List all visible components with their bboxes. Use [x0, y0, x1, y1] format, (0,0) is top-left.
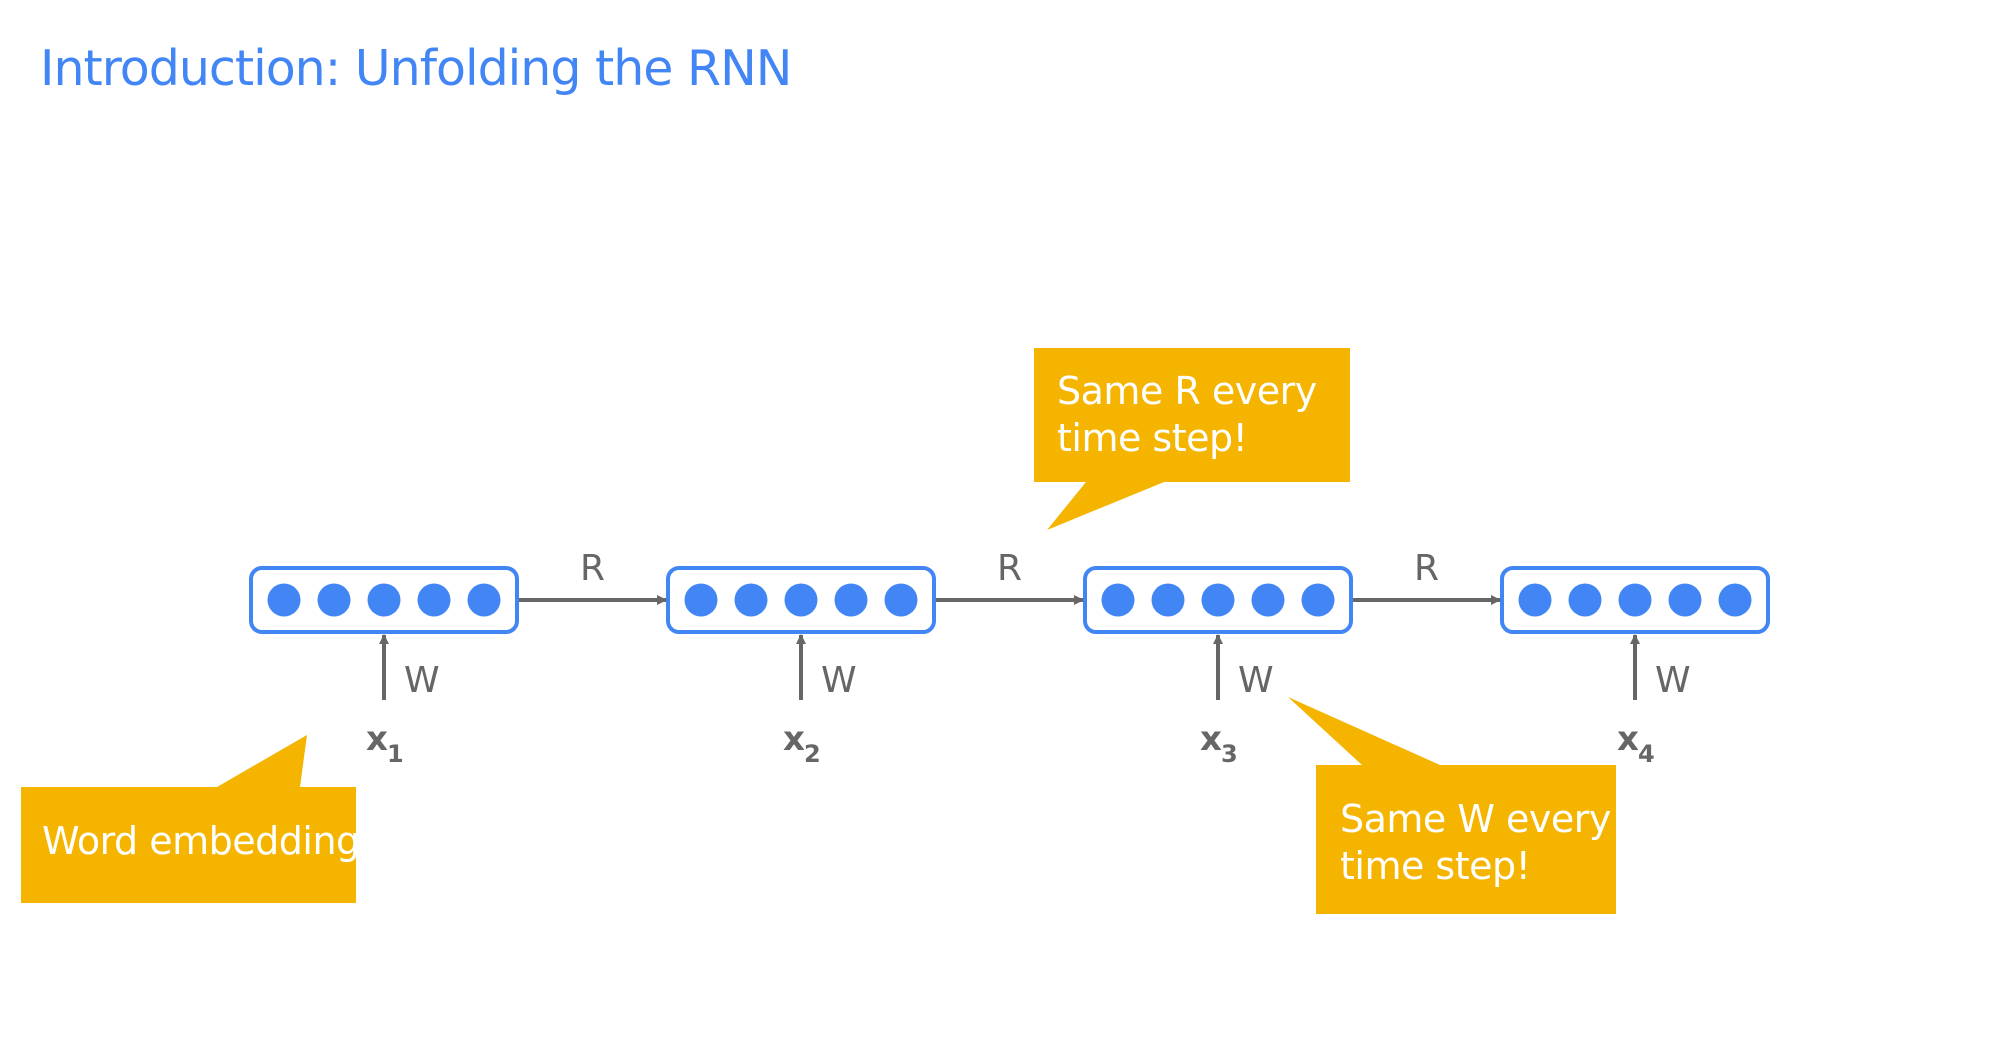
hidden-unit-dot [1718, 583, 1752, 617]
hidden-unit-dot [417, 583, 451, 617]
callout-same-w [1288, 697, 1616, 914]
callout-line: Word embedding [42, 819, 360, 863]
hidden-unit-dot [267, 583, 301, 617]
recurrent-weight-label: R [997, 548, 1022, 589]
callout-word-embedding-text: Word embedding [42, 818, 360, 865]
hidden-unit-dot [734, 583, 768, 617]
hidden-unit-dot [784, 583, 818, 617]
hidden-unit-dot [1101, 583, 1135, 617]
hidden-unit-dot [1518, 583, 1552, 617]
callout-line: Same R every [1057, 369, 1317, 413]
recurrent-weight-label: R [1414, 548, 1439, 589]
hidden-unit-dot [467, 583, 501, 617]
callout-line: time step! [1057, 416, 1248, 460]
hidden-unit-dot [317, 583, 351, 617]
hidden-unit-dot [1668, 583, 1702, 617]
input-weight-label: W [1655, 660, 1691, 701]
input-label-x: x [1200, 719, 1222, 759]
input-label-subscript: 1 [387, 740, 404, 768]
input-label-subscript: 2 [804, 740, 821, 768]
input-label-subscript: 4 [1638, 740, 1655, 768]
hidden-unit-dot [1251, 583, 1285, 617]
input-weight-label: W [404, 660, 440, 701]
hidden-unit-dot [1618, 583, 1652, 617]
hidden-unit-dot [884, 583, 918, 617]
callout-same-r [1034, 348, 1350, 530]
callout-same-r-text: Same R every time step! [1057, 368, 1317, 462]
callout-line: Same W every [1340, 797, 1611, 841]
hidden-unit-dot [1151, 583, 1185, 617]
input-label-subscript: 3 [1221, 740, 1238, 768]
recurrent-weight-label: R [580, 548, 605, 589]
input-label-x: x [366, 719, 388, 759]
hidden-unit-dot [684, 583, 718, 617]
hidden-unit-dot [1301, 583, 1335, 617]
input-weight-label: W [821, 660, 857, 701]
hidden-unit-dot [367, 583, 401, 617]
callout-line: time step! [1340, 844, 1531, 888]
input-weight-label: W [1238, 660, 1274, 701]
callout-word-embedding [21, 735, 356, 903]
hidden-unit-dot [1201, 583, 1235, 617]
slide-title: Introduction: Unfolding the RNN [40, 40, 792, 97]
hidden-unit-dot [1568, 583, 1602, 617]
input-label-x: x [783, 719, 805, 759]
input-label-x: x [1617, 719, 1639, 759]
callout-same-w-text: Same W every time step! [1340, 796, 1611, 890]
hidden-unit-dot [834, 583, 868, 617]
